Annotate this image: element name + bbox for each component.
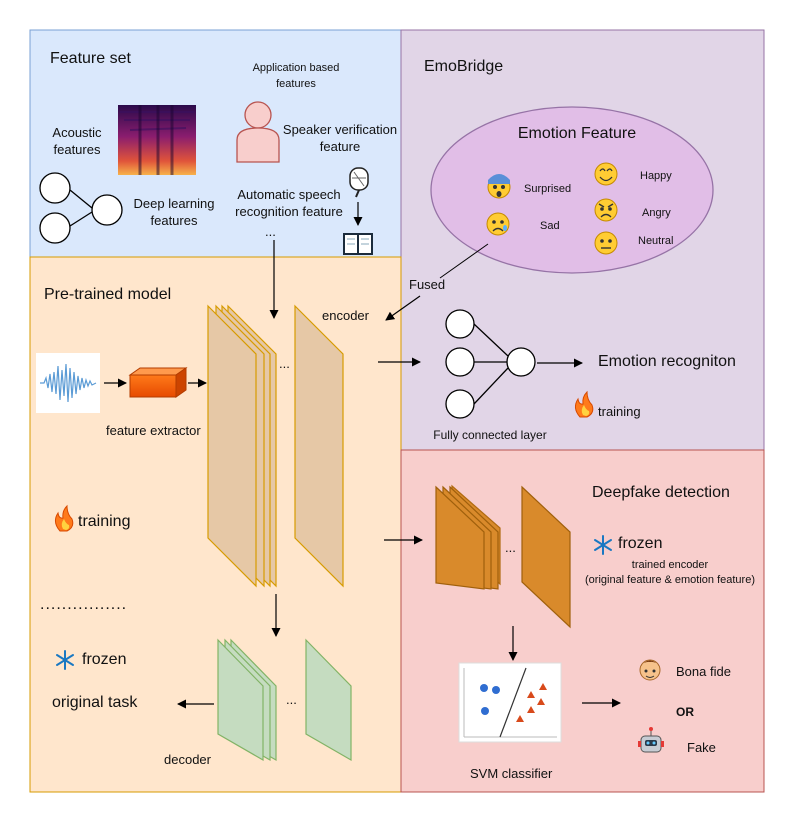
snowflake-icon <box>56 650 74 670</box>
microphone-icon <box>349 167 369 198</box>
encoder-layers <box>207 304 344 588</box>
feature-extractor-label: feature extractor <box>106 423 201 438</box>
decoder-layers <box>217 638 352 762</box>
separator-dots: ................ <box>40 596 128 613</box>
pretrained-training-label: training <box>78 513 131 530</box>
fire-icon <box>574 390 594 418</box>
surprised-emoji-icon <box>487 174 511 199</box>
emobridge-title: EmoBridge <box>424 58 504 75</box>
or-label: OR <box>676 705 694 719</box>
sad-emoji-icon <box>486 212 510 236</box>
snowflake-icon <box>594 535 612 555</box>
fake-label: Fake <box>687 740 716 755</box>
waveform-image <box>36 353 100 413</box>
pretrained-frozen-label: frozen <box>82 651 127 668</box>
detector-ellipsis: ... <box>505 540 516 555</box>
deep-learning-network-icon <box>39 172 123 244</box>
emotion-feature-title: Emotion Feature <box>517 125 637 142</box>
original-task-label: original task <box>52 694 138 711</box>
bona-fide-label: Bona fide <box>676 664 731 679</box>
fused-label: Fused <box>409 277 446 292</box>
emotion-sad-label: Sad <box>540 220 560 232</box>
pretrained-model-title: Pre-trained model <box>44 286 172 303</box>
emotion-recognition-label: Emotion recogniton <box>598 353 736 370</box>
feature-set-ellipsis: ... <box>265 224 276 239</box>
emobridge-training-label: training <box>598 404 641 419</box>
happy-emoji-icon <box>594 162 618 186</box>
trained-encoder-label: trained encoder(original feature & emoti… <box>585 559 755 586</box>
book-icon <box>343 233 373 255</box>
emotion-surprised-label: Surprised <box>524 183 572 195</box>
feature-set-panel <box>29 29 402 258</box>
encoder-label: encoder <box>322 308 369 323</box>
emotion-happy-label: Happy <box>640 170 672 182</box>
svm-classifier-label: SVM classifier <box>470 766 553 781</box>
fire-icon <box>54 504 74 532</box>
feature-extractor-block <box>128 367 188 398</box>
detector-layers-stack <box>435 485 571 629</box>
fully-connected-layer-label: Fully connected layer <box>433 428 547 442</box>
angry-emoji-icon <box>594 198 618 222</box>
neutral-emoji-icon <box>594 231 618 255</box>
feature-set-title: Feature set <box>50 50 131 67</box>
deepfake-detection-title: Deepfake detection <box>592 484 730 501</box>
decoder-label: decoder <box>164 752 211 767</box>
robot-icon <box>638 727 664 753</box>
spectrogram-image <box>118 105 196 175</box>
svm-classifier-plot <box>458 662 562 743</box>
bona-fide-face-icon <box>639 659 661 681</box>
fully-connected-layer <box>445 309 536 419</box>
emotion-neutral-label: Neutral <box>638 235 674 247</box>
person-icon <box>236 101 280 163</box>
emotion-angry-label: Angry <box>642 207 671 219</box>
deepfake-frozen-label: frozen <box>618 535 663 552</box>
encoder-ellipsis: ... <box>279 356 290 371</box>
decoder-ellipsis: ... <box>286 692 297 707</box>
